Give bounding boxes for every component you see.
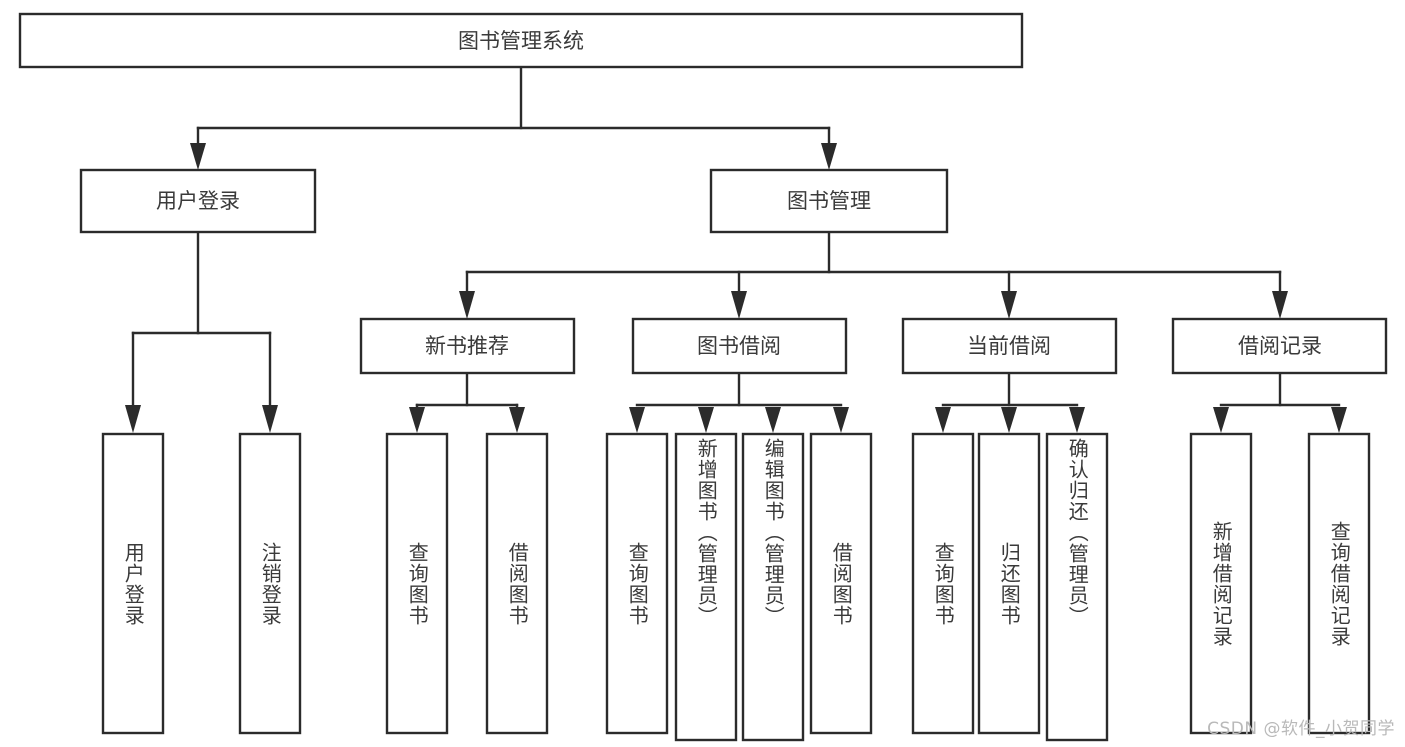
node-newbook-box[interactable] [359, 317, 576, 375]
node-leaf-9-box[interactable] [911, 432, 975, 735]
node-root-label: 图书管理系统 [458, 29, 584, 53]
node-login-box[interactable] [79, 168, 317, 234]
node-borrow[interactable]: 图书借阅 [631, 317, 848, 375]
arrow-head-current [1001, 291, 1017, 319]
node-login-label: 用户登录 [156, 189, 240, 213]
connector-group-records [1213, 371, 1347, 433]
arrow-head-leaf-10 [1001, 407, 1017, 433]
connector-group-login [125, 230, 278, 433]
arrow-head-leaf-8 [833, 407, 849, 433]
node-root-box[interactable] [18, 12, 1024, 69]
node-borrow-label: 图书借阅 [697, 334, 781, 358]
node-leaf-13-box[interactable] [1307, 432, 1371, 735]
csdn-watermark: CSDN @软件_小贺同学 [1207, 719, 1395, 739]
node-bookmgmt[interactable]: 图书管理 [709, 168, 949, 234]
node-leaf-3-box[interactable] [385, 432, 449, 735]
node-current-box[interactable] [901, 317, 1118, 375]
node-newbook-label: 新书推荐 [425, 334, 509, 358]
arrow-head-leaf-11 [1069, 407, 1085, 433]
node-records-label: 借阅记录 [1238, 334, 1322, 358]
node-leaf-11-box[interactable] [1045, 432, 1109, 742]
node-leaf-6-box[interactable] [674, 432, 738, 742]
arrow-head-leaf-13 [1331, 407, 1347, 433]
node-leaf-1-box[interactable] [101, 432, 165, 735]
arrow-head-leaf-3 [409, 407, 425, 433]
node-login[interactable]: 用户登录 [79, 168, 317, 234]
connector-group-bookmgmt [459, 230, 1288, 319]
arrow-head-leaf-9 [935, 407, 951, 433]
node-records-box[interactable] [1171, 317, 1388, 375]
node-bookmgmt-label: 图书管理 [787, 189, 871, 213]
arrow-head-leaf-4 [509, 407, 525, 433]
arrow-head-leaf-1 [125, 405, 141, 433]
arrow-head-leaf-2 [262, 405, 278, 433]
node-leaf-8-box[interactable] [809, 432, 873, 735]
arrow-head-newbook [459, 291, 475, 319]
node-root[interactable]: 图书管理系统 [18, 12, 1024, 69]
arrow-head-leaf-6 [698, 407, 714, 433]
node-records[interactable]: 借阅记录 [1171, 317, 1388, 375]
node-leaf-5-box[interactable] [605, 432, 669, 735]
connector-group-current [935, 371, 1085, 433]
node-bookmgmt-box[interactable] [709, 168, 949, 234]
arrow-head-records [1272, 291, 1288, 319]
node-current[interactable]: 当前借阅 [901, 317, 1118, 375]
node-leaf-12-box[interactable] [1189, 432, 1253, 735]
arrow-head-leaf-12 [1213, 407, 1229, 433]
connector-group-borrow [629, 371, 849, 433]
node-newbook[interactable]: 新书推荐 [359, 317, 576, 375]
node-leaf-4-box[interactable] [485, 432, 549, 735]
node-leaf-7-box[interactable] [741, 432, 805, 742]
node-borrow-box[interactable] [631, 317, 848, 375]
node-leaf-2-box[interactable] [238, 432, 302, 735]
node-leaf-10-box[interactable] [977, 432, 1041, 735]
node-current-label: 当前借阅 [967, 334, 1051, 358]
arrow-head-leaf-7 [765, 407, 781, 433]
arrow-head-to-login [190, 143, 206, 170]
connector-group-newbook [409, 371, 525, 433]
arrow-head-leaf-5 [629, 407, 645, 433]
arrow-head-to-bookmgmt [821, 143, 837, 170]
arrow-head-borrow [731, 291, 747, 319]
connector-group-root [190, 65, 837, 170]
